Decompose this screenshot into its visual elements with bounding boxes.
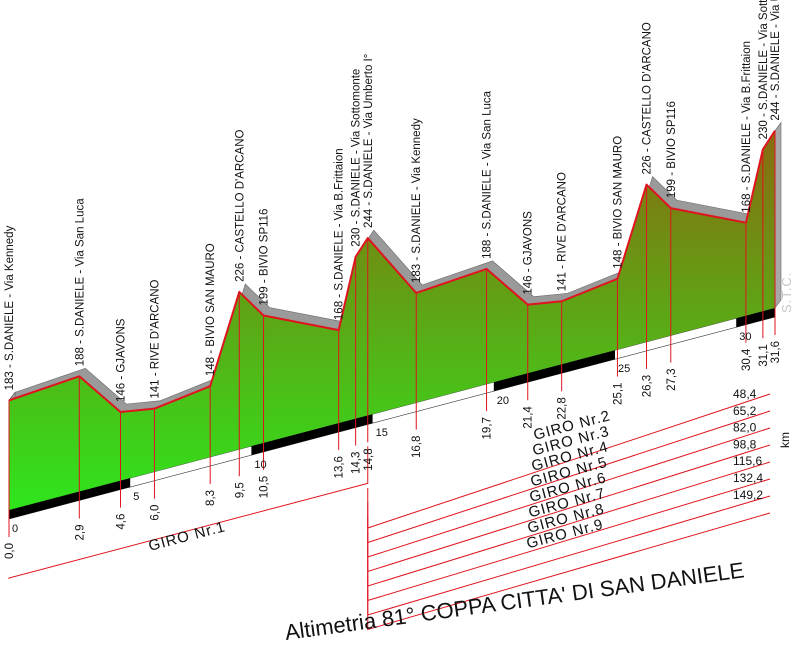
- waypoint-km-label: 30,4: [741, 348, 753, 371]
- lap-total-km: 82,0: [733, 421, 757, 435]
- waypoint-label: 141 - RIVE D'ARCANO: [149, 279, 161, 398]
- waypoint-label: 244 - S.DANIELE - Via Umberto I°: [363, 54, 375, 228]
- waypoint-label: 141 - RIVE D'ARCANO: [557, 172, 569, 291]
- waypoint-label: 226 - CASTELLO D'ARCANO: [642, 22, 654, 174]
- km-tick-label: 30: [739, 331, 751, 343]
- waypoint-km-label: 14,3: [351, 452, 363, 474]
- km-tick-label: 20: [497, 395, 509, 407]
- waypoint-label: 230 - S.DANIELE - Via Sottomonte: [351, 69, 363, 247]
- waypoint-km-label: 14,8: [363, 448, 375, 470]
- lap1-bracket: [8, 446, 369, 579]
- km-tick-label: 25: [618, 363, 630, 375]
- lap-total-km: 132,4: [733, 471, 763, 485]
- waypoint-label: 168 - S.DANIELE - Via B.Frittaion: [741, 41, 753, 213]
- watermark: S.T.C.: [779, 272, 794, 313]
- waypoint-km-label: 6,0: [149, 505, 161, 521]
- waypoint-label: 188 - S.DANIELE - Via San Luca: [482, 90, 494, 259]
- unit-label: km: [778, 432, 792, 448]
- waypoint-label: 168 - S.DANIELE - Via B.Frittaion: [334, 148, 346, 320]
- waypoint-km-label: 31,6: [770, 341, 782, 363]
- waypoint-label: 244 - S.DANIELE - Via Umberto I°: [770, 0, 782, 121]
- waypoint-label: 148 - BIVIO SAN MAURO: [205, 243, 217, 376]
- waypoint-km-label: 4,6: [116, 514, 128, 530]
- km-tick-label: 0: [12, 523, 18, 535]
- lap-lines: [8, 393, 771, 631]
- km-tick-label: 10: [254, 459, 266, 471]
- waypoint-km-label: 16,8: [411, 436, 423, 458]
- waypoint-label: 146 - GJAVONS: [523, 211, 535, 295]
- waypoint-label: 199 - BIVIO SP116: [666, 101, 678, 198]
- waypoint-drop-lines: [8, 130, 776, 537]
- km-tick-label: 15: [376, 427, 388, 439]
- waypoint-label: 230 - S.DANIELE - Via Sottomonte: [758, 0, 770, 139]
- waypoint-km-label: 31,1: [758, 344, 770, 366]
- chart-title: Altimetria 81° COPPA CITTA' DI SAN DANIE…: [283, 557, 745, 645]
- waypoint-label: 146 - GJAVONS: [116, 318, 128, 402]
- waypoint-label: 148 - BIVIO SAN MAURO: [612, 136, 624, 269]
- elevation-profile-line: [8, 130, 776, 414]
- waypoint-label: 183 - S.DANIELE - Via Kennedy: [411, 118, 423, 283]
- lap-total-km: 115,6: [733, 454, 762, 468]
- waypoint-km-label: 22,8: [557, 397, 569, 419]
- lap-total-km: 149,2: [733, 488, 763, 502]
- waypoint-label: 199 - BIVIO SP116: [259, 209, 271, 306]
- baseline-segment: [251, 414, 373, 456]
- waypoint-km-label: 21,4: [523, 406, 535, 429]
- lap1-label: GIRO Nr.1: [147, 518, 228, 555]
- waypoint-label: 226 - CASTELLO D'ARCANO: [234, 129, 246, 281]
- profile-front-face: [9, 130, 775, 511]
- waypoint-km-label: 25,1: [612, 383, 624, 405]
- waypoint-km-label: 10,5: [259, 476, 271, 498]
- lap-total-km: 65,2: [733, 404, 757, 418]
- lap-total-km: 48,4: [733, 387, 757, 401]
- waypoint-km-label: 0,0: [4, 543, 16, 559]
- baseline-segment: [9, 478, 131, 519]
- waypoint-km-label: 2,9: [74, 524, 86, 540]
- waypoint-km-label: 26,3: [642, 375, 654, 397]
- waypoint-km-label: 19,7: [482, 417, 494, 439]
- waypoint-km-label: 27,3: [666, 368, 678, 390]
- km-tick-label: 5: [133, 491, 139, 503]
- waypoint-label: 183 - S.DANIELE - Via Kennedy: [4, 225, 16, 390]
- lap-line: [367, 512, 771, 631]
- waypoint-km-label: 9,5: [234, 482, 246, 498]
- waypoint-label: 188 - S.DANIELE - Via San Luca: [74, 198, 86, 367]
- waypoint-km-label: 8,3: [205, 490, 217, 506]
- waypoint-km-label: 13,6: [334, 456, 346, 478]
- baseline-segment: [493, 350, 616, 392]
- profile-area: [8, 130, 776, 511]
- lap-total-km: 98,8: [733, 437, 757, 451]
